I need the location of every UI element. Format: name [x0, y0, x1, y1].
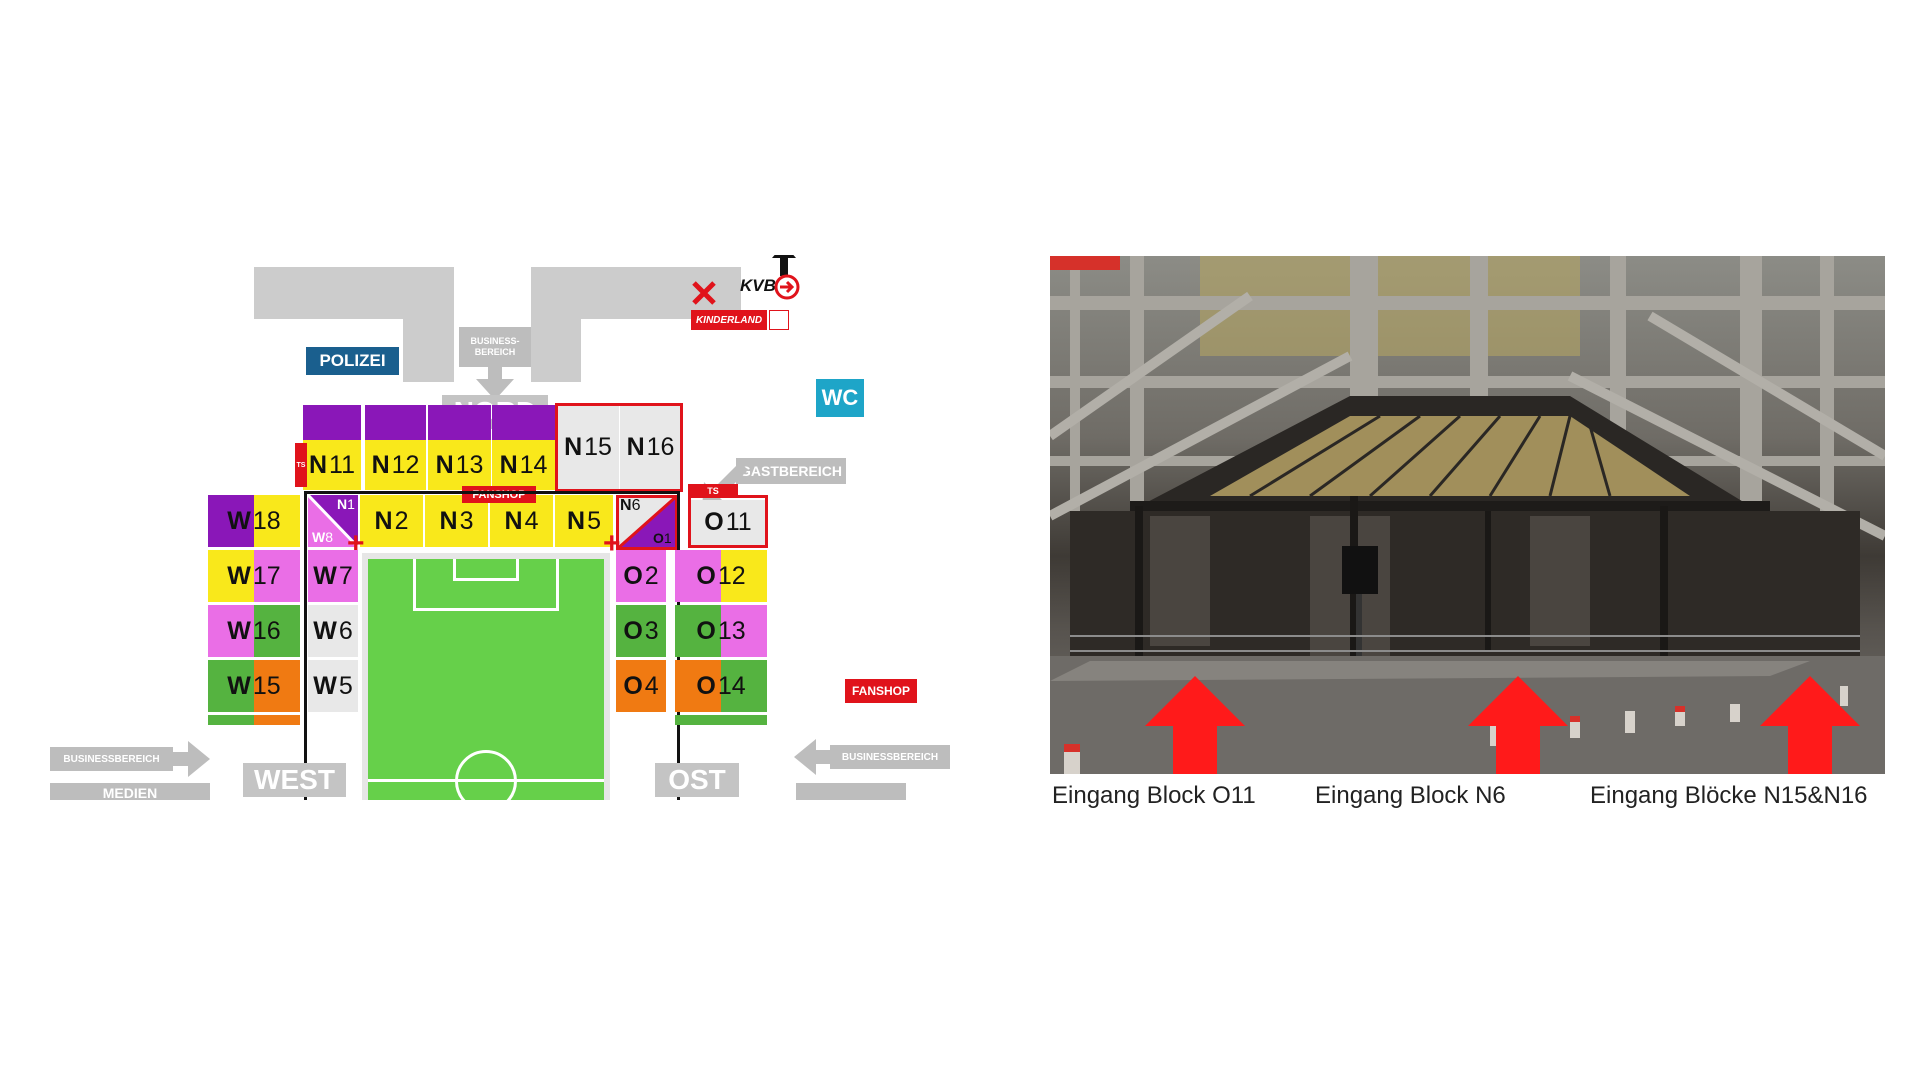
ost-label: OST	[655, 763, 739, 797]
block-n11-top	[303, 405, 361, 440]
highlight-o11	[688, 495, 768, 548]
bike-area-label	[796, 783, 906, 800]
business-area-top-label: BUSINESS- BEREICH	[459, 327, 531, 367]
west-label: WEST	[243, 763, 346, 797]
kvb-logo: KVB	[740, 276, 776, 296]
business-area-left-label: BUSINESSBEREICH	[50, 747, 173, 771]
guest-area-label: GASTBEREICH	[736, 458, 846, 484]
ts-left-label: TS	[295, 443, 307, 487]
entrance-arrow-n6-icon	[1468, 676, 1568, 774]
wc-label: WC	[816, 379, 864, 417]
left-arrow-icon	[794, 739, 834, 775]
kinderland-label: KINDERLAND	[691, 310, 767, 330]
caption-entrance-o11: Eingang Block O11	[1052, 782, 1256, 810]
media-label: MEDIEN	[50, 783, 210, 800]
up-arrow-icon	[772, 255, 796, 276]
building-right-leg	[531, 267, 581, 382]
business-area-right-label: BUSINESSBEREICH	[830, 745, 950, 769]
block-n13-top	[428, 405, 491, 440]
fanshop-east-label: FANSHOP	[845, 679, 917, 703]
block-n14-top	[492, 405, 555, 440]
block-w-bottom-a	[208, 715, 254, 725]
arrow-circle-right-icon	[774, 274, 800, 300]
club-crest-icon	[769, 310, 789, 330]
right-arrow-icon	[170, 741, 210, 777]
stadium-entrance-photo	[1050, 256, 1885, 774]
polizei-label: POLIZEI	[306, 347, 399, 375]
block-o-bottom	[675, 715, 767, 725]
caption-entrance-n6: Eingang Block N6	[1315, 782, 1506, 810]
goal-box	[453, 559, 519, 581]
entrance-arrow-o11-icon	[1145, 676, 1245, 774]
halfway-line	[368, 779, 604, 782]
block-n12-top	[365, 405, 426, 440]
entrance-arrow-n15n16-icon	[1760, 676, 1860, 774]
block-w-bottom-b	[254, 715, 300, 725]
caption-entrance-n15n16: Eingang Blöcke N15&N16	[1590, 782, 1868, 810]
building-left-leg	[403, 267, 454, 382]
close-icon	[691, 280, 717, 306]
highlight-n15-n16	[555, 403, 683, 492]
stadium-map: POLIZEI BUSINESS- BEREICH KVB KINDERLAND…	[50, 255, 950, 800]
